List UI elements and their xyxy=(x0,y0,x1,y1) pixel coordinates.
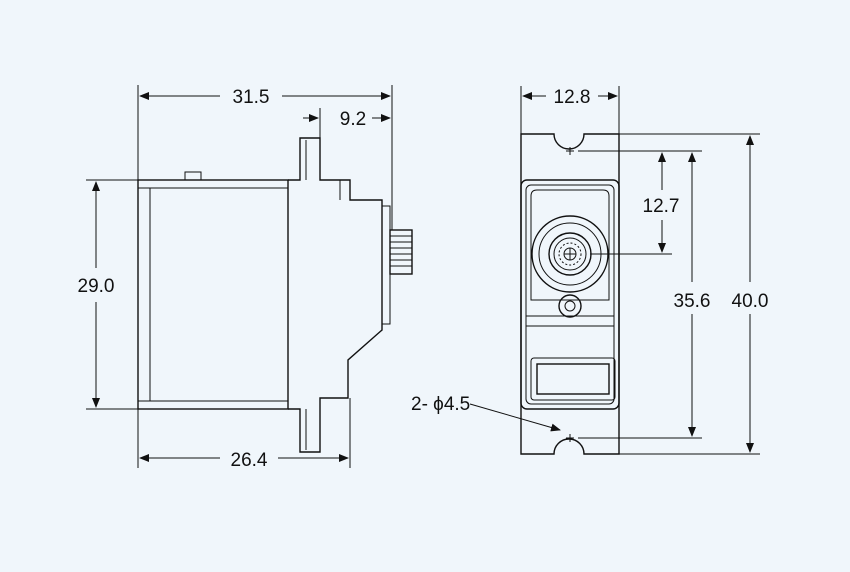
front-mount-plate xyxy=(520,133,620,455)
front-body xyxy=(520,179,620,410)
front-view: 12.8 12.7 35.6 40.0 2- ϕ4 xyxy=(411,86,769,455)
dim-front-shaft-to-hole: 12.7 xyxy=(578,150,680,255)
front-label-window xyxy=(536,363,610,395)
side-flange-gearbox xyxy=(288,137,391,453)
front-idler-boss xyxy=(558,294,582,318)
dim-front-width: 12.8 xyxy=(520,86,620,134)
front-mount-hole-top xyxy=(566,147,574,155)
side-output-spline xyxy=(389,229,413,275)
dim-mount-hole-callout: 2- ϕ4.5 xyxy=(411,394,561,432)
dim-label-12-7: 12.7 xyxy=(643,196,680,217)
dim-label-31-5: 31.5 xyxy=(233,87,270,108)
dim-side-height: 29.0 xyxy=(78,179,138,410)
front-mount-hole-bottom xyxy=(566,434,574,442)
dim-label-9-2: 9.2 xyxy=(340,109,366,130)
dim-label-40-0: 40.0 xyxy=(732,291,769,312)
dim-label-26-4: 26.4 xyxy=(231,450,268,471)
dim-label-mount-holes: 2- ϕ4.5 xyxy=(411,394,470,415)
side-view: 31.5 9.2 29.0 26.4 xyxy=(78,85,413,471)
dim-label-12-8: 12.8 xyxy=(554,87,591,108)
side-body-outline xyxy=(137,171,289,410)
dim-side-body-width: 26.4 xyxy=(137,398,351,471)
dim-label-29-0: 29.0 xyxy=(78,276,115,297)
dim-front-hole-spacing: 35.6 xyxy=(578,150,711,439)
dim-label-35-6: 35.6 xyxy=(674,291,711,312)
dim-front-total-height: 40.0 xyxy=(619,133,769,455)
dim-side-shaft-offset: 9.2 xyxy=(303,108,391,138)
dim-side-total-width: 31.5 xyxy=(137,85,393,230)
